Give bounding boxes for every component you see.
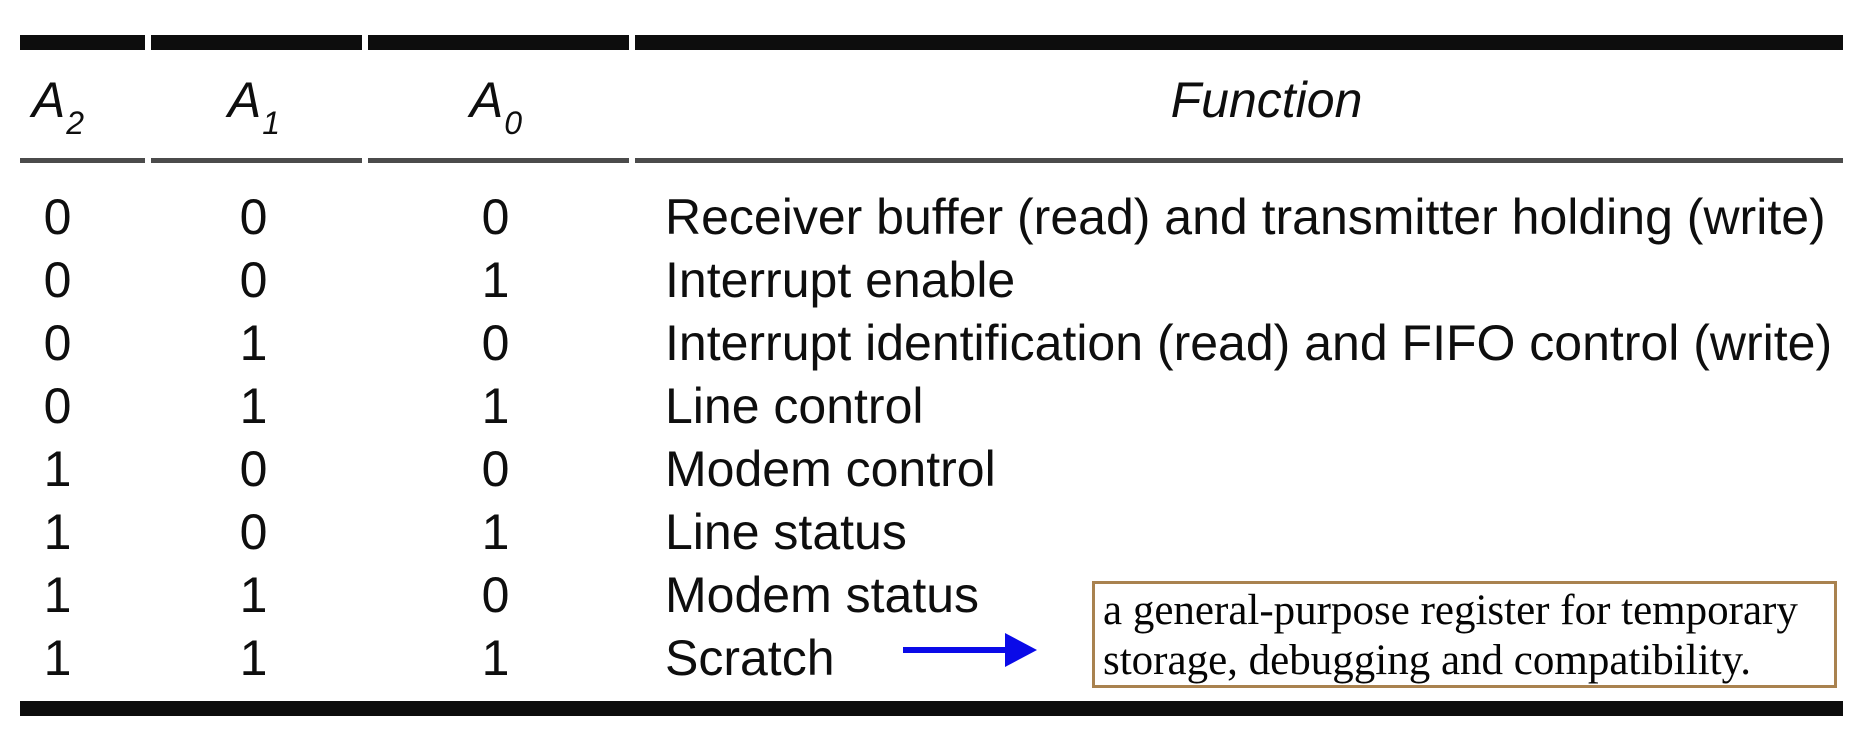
- table-header-row: A2 A1 A0 Function: [0, 62, 1874, 139]
- cell-a2: 0: [43, 315, 72, 371]
- table-row: 1 1 0 Modem status: [0, 564, 1874, 627]
- cell-a0: 0: [481, 315, 510, 371]
- header-rule-segment-1: [20, 158, 145, 163]
- top-rule-segment-4: [635, 35, 1843, 50]
- cell-a0: 1: [481, 630, 510, 686]
- cell-a2: 1: [43, 630, 72, 686]
- top-rule-segment-1: [20, 35, 145, 50]
- table-row: 1 0 0 Modem control: [0, 438, 1874, 501]
- scratch-register-note: a general-purpose register for temporary…: [1092, 581, 1837, 688]
- cell-a1: 1: [239, 315, 268, 371]
- cell-a2: 0: [43, 378, 72, 434]
- col-header-a1: A1: [145, 71, 362, 139]
- col-header-function: Function: [1170, 72, 1363, 128]
- cell-function: Interrupt enable: [665, 252, 1016, 308]
- cell-a1: 0: [239, 504, 268, 560]
- top-rule-segment-3: [368, 35, 629, 50]
- cell-a0: 0: [481, 189, 510, 245]
- header-rule-segment-3: [368, 158, 629, 163]
- table-row: 0 1 1 Line control: [0, 375, 1874, 438]
- col-header-a0-base: A: [469, 72, 504, 128]
- table-row: 1 1 1 Scratch: [0, 627, 1874, 690]
- cell-function: Modem status: [665, 567, 980, 623]
- callout-arrow-icon: [903, 633, 1037, 667]
- table-body: 0 0 0 Receiver buffer (read) and transmi…: [0, 186, 1874, 690]
- col-header-a0: A0: [362, 71, 629, 139]
- col-header-a1-base: A: [227, 72, 262, 128]
- cell-a1: 0: [239, 441, 268, 497]
- col-header-a2: A2: [20, 71, 145, 139]
- cell-function: Line control: [665, 378, 924, 434]
- bottom-rule: [20, 701, 1843, 716]
- col-header-a2-subscript: 2: [66, 105, 85, 141]
- cell-a0: 1: [481, 378, 510, 434]
- cell-a0: 0: [481, 441, 510, 497]
- cell-a2: 0: [43, 189, 72, 245]
- cell-a1: 1: [239, 630, 268, 686]
- table-row: 1 0 1 Line status: [0, 501, 1874, 564]
- cell-function: Interrupt identification (read) and FIFO…: [665, 315, 1833, 371]
- cell-a2: 1: [43, 567, 72, 623]
- cell-a2: 0: [43, 252, 72, 308]
- cell-function: Modem control: [665, 441, 996, 497]
- col-header-a1-subscript: 1: [262, 105, 281, 141]
- cell-a2: 1: [43, 504, 72, 560]
- col-header-a2-base: A: [31, 72, 66, 128]
- cell-function: Line status: [665, 504, 907, 560]
- top-rule-segment-2: [151, 35, 362, 50]
- table-row: 0 0 1 Interrupt enable: [0, 249, 1874, 312]
- cell-a0: 1: [481, 252, 510, 308]
- cell-a1: 0: [239, 252, 268, 308]
- col-header-a0-subscript: 0: [504, 105, 523, 141]
- cell-function: Receiver buffer (read) and transmitter h…: [665, 189, 1826, 245]
- cell-a1: 1: [239, 378, 268, 434]
- cell-a0: 0: [481, 567, 510, 623]
- header-rule-segment-4: [635, 158, 1843, 163]
- table-row: 0 1 0 Interrupt identification (read) an…: [0, 312, 1874, 375]
- table-row: 0 0 0 Receiver buffer (read) and transmi…: [0, 186, 1874, 249]
- cell-a1: 0: [239, 189, 268, 245]
- cell-function: Scratch: [665, 630, 835, 686]
- header-rule-segment-2: [151, 158, 362, 163]
- cell-a1: 1: [239, 567, 268, 623]
- cell-a2: 1: [43, 441, 72, 497]
- cell-a0: 1: [481, 504, 510, 560]
